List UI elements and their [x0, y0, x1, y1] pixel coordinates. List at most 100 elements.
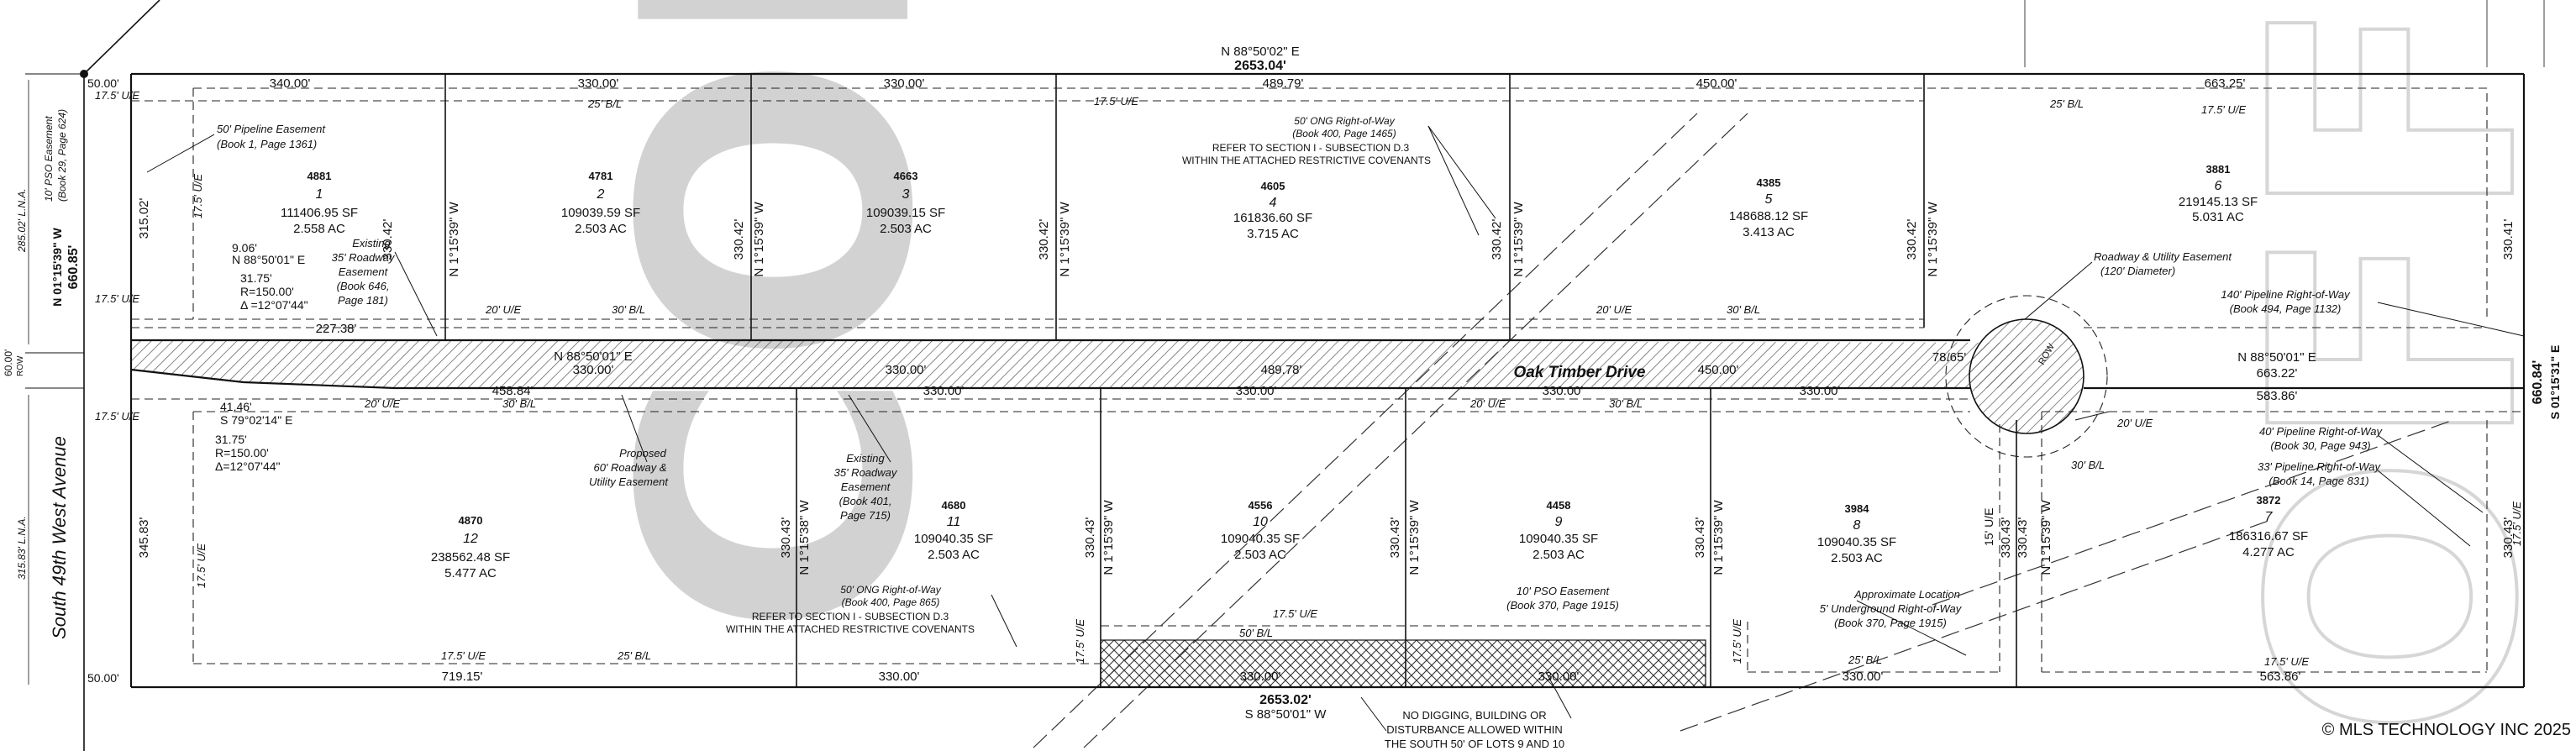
svg-text:450.00': 450.00' — [1698, 363, 1739, 377]
svg-text:33' Pipeline Right-of-Way: 33' Pipeline Right-of-Way — [2258, 460, 2382, 473]
svg-text:330.42': 330.42' — [381, 218, 395, 260]
lot-address: 4680 — [942, 499, 966, 512]
svg-text:285.02' L.N.A.: 285.02' L.N.A. — [16, 188, 28, 253]
bottom-dimensions: 719.15' 330.00' 330.00' 330.00' 330.00' … — [442, 670, 2301, 684]
lot-address: 4385 — [1757, 176, 1781, 189]
lot-ac: 2.558 AC — [293, 222, 345, 236]
svg-text:Δ =12°07'44": Δ =12°07'44" — [240, 298, 308, 312]
lot-ac: 3.413 AC — [1743, 225, 1795, 239]
svg-text:Page 181): Page 181) — [338, 294, 388, 307]
lot-3: 4663 3 109039.15 SF 2.503 AC — [866, 170, 945, 236]
svg-text:17.5' U/E: 17.5' U/E — [95, 89, 139, 102]
svg-text:17.5' U/E: 17.5' U/E — [1074, 619, 1086, 664]
svg-text:50.00': 50.00' — [87, 76, 119, 90]
svg-text:ROW: ROW — [16, 355, 25, 376]
top-dimensions: 340.00' 330.00' 330.00' 489.79' 450.00' … — [270, 76, 2246, 91]
lot-number: 5 — [1765, 192, 1773, 207]
note-pipeline50: 50' Pipeline Easement (Book 1, Page 1361… — [217, 123, 326, 150]
svg-text:330.00': 330.00' — [879, 670, 920, 684]
lot-sf: 161836.60 SF — [1233, 211, 1312, 225]
svg-text:(Book 29, Page 624): (Book 29, Page 624) — [56, 109, 68, 202]
svg-text:25' B/L: 25' B/L — [587, 97, 622, 110]
lot-address: 3984 — [1845, 502, 1870, 515]
south-depth-dimensions: 345.83' 330.43' 330.43' 330.43' 330.43' … — [137, 500, 2516, 575]
lot-number: 6 — [2215, 179, 2222, 193]
svg-text:Easement: Easement — [339, 265, 389, 278]
lot-sf: 111406.95 SF — [281, 206, 358, 220]
lot-number: 12 — [463, 532, 478, 546]
svg-text:N 1°15'39" W: N 1°15'39" W — [1711, 500, 1726, 575]
lot-number: 7 — [2265, 510, 2274, 524]
small-dimensions: 50.00' 50.00' 60.00' ROW 9.06' 41.46' 15… — [3, 76, 2057, 685]
svg-text:THE SOUTH 50' OF LOTS 9 AND 10: THE SOUTH 50' OF LOTS 9 AND 10 — [1385, 738, 1564, 750]
svg-text:315.02': 315.02' — [137, 197, 151, 239]
svg-text:10' PSO Easement: 10' PSO Easement — [43, 116, 55, 202]
svg-text:17.5' U/E: 17.5' U/E — [1094, 95, 1138, 108]
svg-text:330.00': 330.00' — [884, 76, 925, 91]
note-pso-west: 10' PSO Easement (Book 29, Page 624) 285… — [16, 109, 68, 580]
lot-number: 8 — [1853, 518, 1861, 533]
curve-south: S 79°02'14" E 31.75' R=150.00' Δ=12°07'4… — [215, 413, 292, 473]
linework — [25, 0, 2545, 751]
svg-text:N 1°15'39" W: N 1°15'39" W — [1101, 500, 1116, 575]
lot-12: 4870 12 238562.48 SF 5.477 AC — [431, 514, 510, 580]
svg-text:N 88°50'01" E: N 88°50'01" E — [232, 253, 305, 266]
lot-10: 4556 10 109040.35 SF 2.503 AC — [1221, 499, 1300, 562]
svg-text:17.5' U/E: 17.5' U/E — [2510, 502, 2523, 546]
watermark: COPY OFFICIAL — [565, 0, 2576, 741]
setback-lines — [131, 87, 2524, 673]
lot-sf: 109040.35 SF — [1817, 535, 1896, 549]
svg-text:Proposed: Proposed — [619, 447, 666, 460]
lot-ac: 2.503 AC — [1831, 551, 1883, 565]
lot-ac: 2.503 AC — [575, 222, 627, 236]
svg-text:31.75': 31.75' — [215, 433, 247, 446]
svg-text:330.42': 330.42' — [1037, 218, 1051, 260]
svg-text:17.5' U/E: 17.5' U/E — [95, 410, 139, 423]
svg-text:663.25': 663.25' — [2205, 76, 2246, 91]
svg-text:NO DIGGING, BUILDING OR: NO DIGGING, BUILDING OR — [1402, 709, 1546, 722]
leader-lines — [146, 125, 2525, 732]
svg-text:20' U/E: 20' U/E — [364, 397, 401, 410]
svg-text:315.83' L.N.A.: 315.83' L.N.A. — [16, 516, 28, 580]
svg-text:60.00': 60.00' — [3, 349, 14, 376]
svg-text:(Book 400, Page 1465): (Book 400, Page 1465) — [1292, 128, 1396, 139]
svg-text:30' B/L: 30' B/L — [1609, 397, 1643, 410]
svg-text:REFER TO SECTION I - SUBSECTIO: REFER TO SECTION I - SUBSECTION D.3 — [1212, 142, 1410, 154]
lot-sf: 109039.15 SF — [866, 206, 945, 220]
svg-text:25' B/L: 25' B/L — [2049, 97, 2084, 110]
svg-text:330.00': 330.00' — [1543, 384, 1584, 398]
svg-text:330.43': 330.43' — [2016, 517, 2030, 558]
svg-text:17.5' U/E: 17.5' U/E — [195, 544, 208, 588]
svg-text:(Book 401,: (Book 401, — [839, 495, 892, 507]
svg-text:330.43': 330.43' — [2501, 517, 2516, 558]
svg-text:330.00': 330.00' — [1538, 670, 1580, 684]
lot-address: 3872 — [2257, 494, 2281, 507]
svg-text:40' Pipeline Right-of-Way: 40' Pipeline Right-of-Way — [2259, 425, 2384, 438]
lot-number: 1 — [316, 187, 323, 202]
svg-text:N 1°15'39" W: N 1°15'39" W — [1511, 202, 1526, 277]
svg-text:31.75': 31.75' — [240, 271, 272, 285]
svg-text:20' U/E: 20' U/E — [485, 303, 522, 316]
svg-text:WITHIN THE ATTACHED RESTRICTIV: WITHIN THE ATTACHED RESTRICTIVE COVENANT… — [726, 623, 975, 635]
svg-text:60' Roadway &: 60' Roadway & — [593, 461, 666, 474]
lot-4: 4605 4 161836.60 SF 3.715 AC — [1233, 180, 1312, 241]
note-pipe33: 33' Pipeline Right-of-Way (Book 14, Page… — [2258, 460, 2382, 487]
lot-sf: 109040.35 SF — [914, 532, 993, 546]
svg-text:330.43': 330.43' — [1083, 517, 1097, 558]
lot-1: 4881 1 111406.95 SF 2.558 AC — [281, 170, 358, 236]
svg-text:Δ=12°07'44": Δ=12°07'44" — [215, 460, 281, 473]
lot-address: 4663 — [894, 170, 918, 182]
svg-text:Existing: Existing — [846, 452, 885, 465]
lot-number: 4 — [1270, 196, 1277, 210]
west-bearing: N 01°15'39" W — [50, 228, 64, 307]
svg-text:663.22': 663.22' — [2257, 366, 2298, 381]
svg-text:41.46': 41.46' — [220, 400, 252, 413]
east-bearing: S 01°15'31" E — [2548, 345, 2562, 420]
section-corner-marker — [80, 70, 88, 78]
road-south-dimensions: 458.84' 330.00' 330.00' 330.00' 330.00' … — [492, 384, 2298, 403]
copyright-text: © MLS TECHNOLOGY INC 2025 — [2322, 721, 2571, 739]
lot-number: 10 — [1253, 515, 1268, 529]
lot-sf: 238562.48 SF — [431, 550, 510, 565]
svg-text:719.15': 719.15' — [442, 670, 483, 684]
svg-text:N 1°15'39" W: N 1°15'39" W — [1926, 202, 1940, 277]
